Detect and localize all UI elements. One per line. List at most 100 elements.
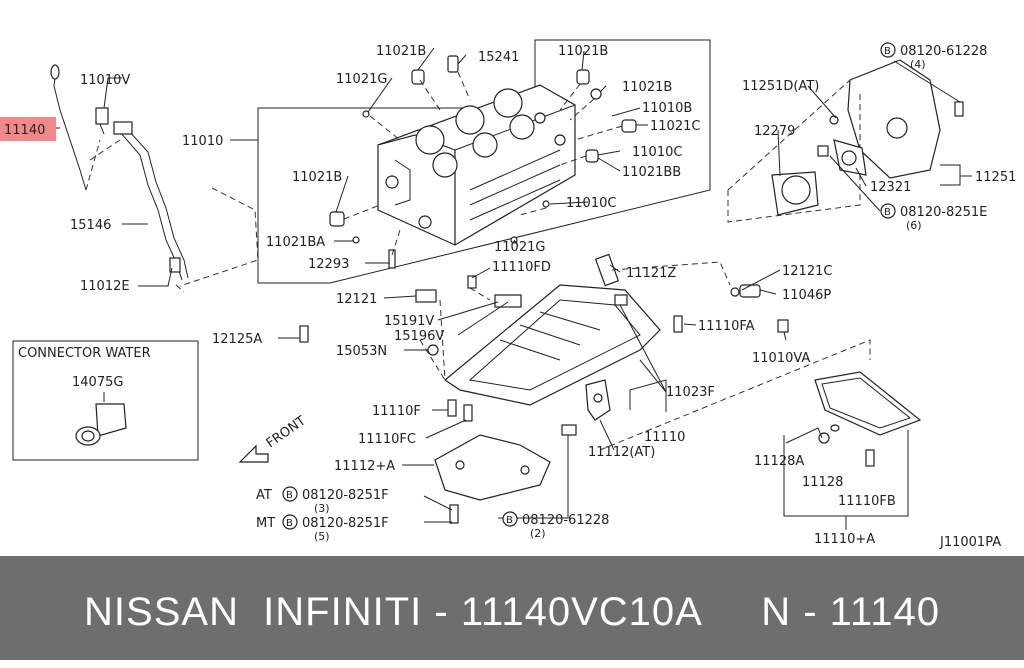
label-11021g-b: 11021G <box>494 240 545 255</box>
gasket-15191v <box>494 294 522 308</box>
label-11023f: 11023F <box>666 385 715 400</box>
parts-diagram: 11140 11010V 15146 11012E 11010 11021B 1… <box>0 39 1016 550</box>
b-bolt-symbol-at <box>282 486 298 502</box>
front-label: FRONT <box>264 413 309 451</box>
plug-11021b-a <box>411 69 425 85</box>
label-12125a: 12125A <box>212 332 262 347</box>
label-11251d-at: 11251D(AT) <box>742 79 819 94</box>
plug-11046p <box>739 284 761 298</box>
bolt-08120-8251e <box>817 145 829 157</box>
label-08120-61228-bottom: 08120-61228 <box>522 513 609 528</box>
plug-11021g-a <box>362 110 370 118</box>
qty-08120-61228-top: (4) <box>910 58 926 71</box>
b-bolt-symbol-top <box>880 42 896 58</box>
label-12121c: 12121C <box>782 264 832 279</box>
label-11021b-d: 11021B <box>292 170 342 185</box>
label-12321: 12321 <box>870 180 911 195</box>
stiffener-plate-11112a <box>434 434 551 524</box>
bolt-11110fc <box>463 404 473 422</box>
label-11121z: 11121Z <box>626 266 676 281</box>
tube-boundary <box>179 187 259 287</box>
label-11021b-b: 11021B <box>558 44 608 59</box>
label-11112a: 11112+A <box>334 459 395 474</box>
qty-08120-8251f-at: (3) <box>314 502 330 515</box>
bracket-12121 <box>415 289 437 303</box>
bolt-11110fd <box>467 275 477 289</box>
exploded-view: 11140 11010V 15146 11012E 11010 11021B 1… <box>0 39 1016 550</box>
leader-lines <box>55 47 961 523</box>
plug-11023f <box>614 294 628 306</box>
oil-pan-upper <box>299 253 871 451</box>
washer-11128 <box>830 424 840 432</box>
bolt-15241 <box>447 55 459 73</box>
qty-08120-61228-bottom: (2) <box>530 527 546 540</box>
label-11140: 11140 <box>4 123 45 138</box>
label-11010: 11010 <box>182 134 223 149</box>
plug-11251d <box>829 115 839 125</box>
plug-11021b-b <box>576 69 590 85</box>
label-15146: 15146 <box>70 218 111 233</box>
label-11251: 11251 <box>975 170 1016 185</box>
label-12279: 12279 <box>754 124 795 139</box>
footer-bar: NISSAN INFINITI - 11140VC10A N - 11140 <box>0 556 1024 660</box>
label-15053n: 15053N <box>336 344 387 359</box>
label-15191v: 15191V <box>384 314 434 329</box>
plug-11010va <box>777 319 789 333</box>
b-glyph-mt: B <box>286 518 293 529</box>
b-glyph-bottom: B <box>506 515 513 526</box>
inset-title: CONNECTOR WATER <box>18 346 151 361</box>
label-11110fb: 11110FB <box>838 494 896 509</box>
label-11110f: 11110F <box>372 404 421 419</box>
footer-part-number: NISSAN INFINITI - 11140VC10A N - 11140 <box>84 590 940 634</box>
connector-water-inset: CONNECTOR WATER 14075G <box>12 340 199 461</box>
o-ring-15053n <box>427 344 439 356</box>
label-08120-8251e: 08120-8251E <box>900 205 987 220</box>
label-11110a: 11110+A <box>814 532 875 547</box>
bolt-11110f <box>447 399 457 417</box>
label-11010c-b: 11010C <box>566 196 616 211</box>
label-11046p: 11046P <box>782 288 831 303</box>
label-11110fd: 11110FD <box>492 260 551 275</box>
label-08120-8251f-at: 08120-8251F <box>302 488 389 503</box>
qty-08120-8251e: (6) <box>906 219 922 232</box>
b-bolt-symbol-mt <box>282 514 298 530</box>
label-11112-at: 11112(AT) <box>588 445 655 460</box>
label-15196v: 15196V <box>394 329 444 344</box>
bolt-12293 <box>388 249 396 269</box>
b-glyph-top: B <box>884 46 891 57</box>
label-11021bb: 11021BB <box>622 165 681 180</box>
plug-11021c <box>621 119 637 133</box>
label-11010v: 11010V <box>80 73 130 88</box>
label-11021ba: 11021BA <box>266 235 325 250</box>
plug-11021b-c <box>590 88 602 100</box>
label-11012e: 11012E <box>80 279 130 294</box>
plug-11021b-d <box>329 211 345 227</box>
bolt-08120-61228 <box>954 101 964 117</box>
bolt-12125a <box>299 325 309 343</box>
cylinder-block <box>377 84 576 246</box>
highlight-11140 <box>0 117 56 141</box>
part-labels: 11140 11010V 15146 11012E 11010 11021B 1… <box>4 42 1016 550</box>
inset-part-label: 14075G <box>72 375 123 390</box>
label-11021b-a: 11021B <box>376 44 426 59</box>
label-15241: 15241 <box>478 50 519 65</box>
b-bolt-symbol-bottom <box>502 511 518 527</box>
label-11010b: 11010B <box>642 101 692 116</box>
diagram-id: J11001PA <box>939 535 1001 550</box>
prefix-mt: MT <box>256 516 275 531</box>
label-08120-8251f-mt: 08120-8251F <box>302 516 389 531</box>
b-glyph-at: B <box>286 490 293 501</box>
label-11110: 11110 <box>644 430 685 445</box>
plug-11021ba <box>352 236 360 244</box>
label-12121: 12121 <box>336 292 377 307</box>
label-08120-61228-top: 08120-61228 <box>900 44 987 59</box>
label-11021c: 11021C <box>650 119 700 134</box>
label-11021b-c: 11021B <box>622 80 672 95</box>
plug-12121c <box>730 287 740 297</box>
front-indicator: FRONT <box>238 413 309 463</box>
bolt-11110fb <box>865 449 875 467</box>
label-11128: 11128 <box>802 475 843 490</box>
bolt-08120-61228-b <box>561 424 577 436</box>
bolt-11110fa <box>673 315 683 333</box>
water-connector-fitting <box>95 403 127 437</box>
